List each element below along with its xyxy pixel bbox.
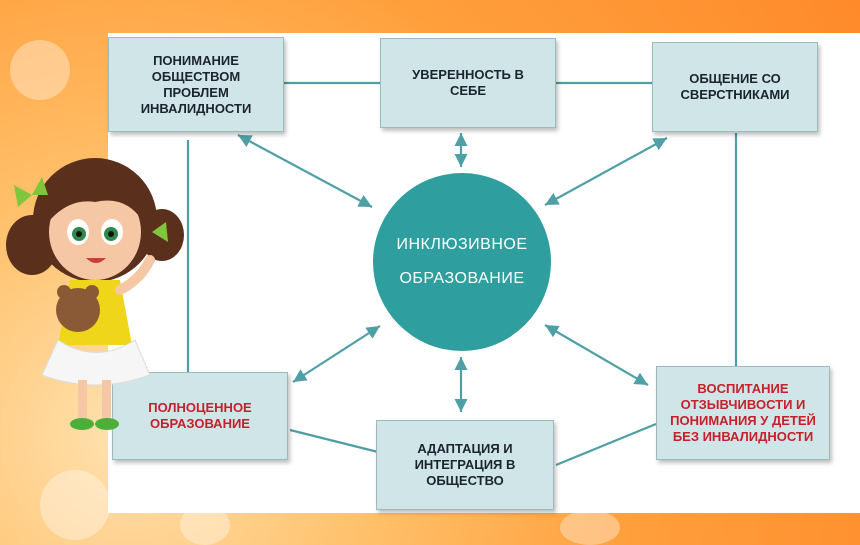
box-top-left: ПОНИМАНИЕ ОБЩЕСТВОМ ПРОБЛЕМ ИНВАЛИДНОСТИ (108, 37, 284, 132)
bokeh-light (560, 510, 620, 545)
connector-bottom-left-center (289, 428, 379, 454)
connector-bottom-center-right (555, 422, 657, 467)
leg-left (78, 380, 87, 420)
box-bottom-right: ВОСПИТАНИЕ ОТЗЫВЧИВОСТИ И ПОНИМАНИЯ У ДЕ… (656, 366, 830, 460)
shoe-right (95, 418, 119, 430)
pigtail-left (6, 215, 58, 275)
mouth (86, 258, 106, 263)
box-top-center: УВЕРЕННОСТЬ В СЕБЕ (380, 38, 556, 128)
bow-right (152, 222, 168, 242)
bow-left (14, 177, 48, 207)
dress-skirt (41, 339, 151, 386)
teddy-bear (56, 288, 100, 332)
arrow-top-left (237, 134, 373, 208)
center-line-2: ОБРАЗОВАНИЕ (399, 270, 525, 287)
bokeh-light (10, 40, 70, 100)
face (49, 184, 141, 280)
center-circle: ИНКЛЮЗИВНОЕ ОБРАЗОВАНИЕ (373, 173, 551, 351)
arrow-bottom-left (292, 325, 381, 383)
box-bottom-center: АДАПТАЦИЯ И ИНТЕГРАЦИЯ В ОБЩЕСТВО (376, 420, 554, 510)
leg-right (102, 380, 111, 420)
center-line-1: ИНКЛЮЗИВНОЕ (396, 236, 528, 253)
box-top-right: ОБЩЕНИЕ СО СВЕРСТНИКАМИ (652, 42, 818, 132)
shoe-left (70, 418, 94, 430)
arrow-bottom-right (544, 324, 649, 386)
box-bottom-left: ПОЛНОЦЕННОЕ ОБРАЗОВАНИЕ (112, 372, 288, 460)
arm-raised (115, 255, 155, 295)
bokeh-light (40, 470, 110, 540)
girl-illustration (6, 158, 184, 430)
hair-bangs (50, 170, 142, 220)
arrow-top-right (544, 137, 668, 206)
